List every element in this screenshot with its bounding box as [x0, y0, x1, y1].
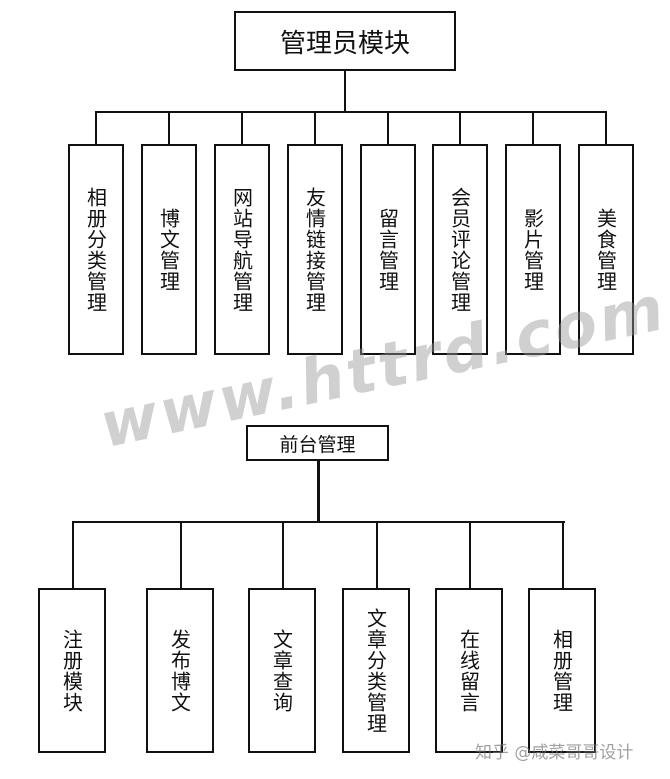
submodule-label: 网站导航管理 — [229, 186, 254, 313]
submodule-label: 在线留言 — [456, 628, 481, 713]
root-label: 管理员模块 — [279, 28, 410, 59]
connector — [459, 111, 461, 145]
connector — [317, 460, 320, 522]
connector — [72, 521, 74, 589]
submodule-label: 注册模块 — [59, 628, 84, 713]
admin-submodule-box: 美食管理 — [578, 144, 634, 355]
admin-submodule-box: 相册分类管理 — [68, 144, 124, 355]
connector — [241, 111, 243, 145]
admin-submodule-box: 留言管理 — [360, 144, 416, 355]
connector — [387, 111, 389, 145]
submodule-label: 文章查询 — [269, 628, 294, 713]
front-submodule-box: 文章分类管理 — [342, 588, 410, 753]
submodule-label: 会员评论管理 — [447, 186, 472, 313]
front-submodule-box: 相册管理 — [528, 588, 596, 753]
connector — [95, 111, 97, 145]
connector — [562, 521, 564, 589]
admin-submodule-box: 博文管理 — [141, 144, 197, 355]
submodule-label: 相册管理 — [549, 628, 574, 713]
connector — [73, 521, 565, 523]
connector — [180, 521, 182, 589]
submodule-label: 相册分类管理 — [83, 186, 108, 313]
submodule-label: 留言管理 — [375, 207, 400, 292]
front-submodule-box: 注册模块 — [38, 588, 106, 753]
submodule-label: 博文管理 — [156, 207, 181, 292]
admin-submodule-box: 友情链接管理 — [287, 144, 343, 355]
connector — [605, 111, 607, 145]
connector — [469, 521, 471, 589]
front-submodule-box: 文章查询 — [248, 588, 316, 753]
front-submodule-box: 发布博文 — [146, 588, 214, 753]
watermark-zhihu: 知乎 @咸菜哥哥设计 — [475, 743, 634, 763]
connector — [376, 521, 378, 589]
front-label: 前台管理 — [279, 433, 356, 456]
submodule-label: 美食管理 — [593, 207, 618, 292]
connector — [95, 111, 607, 113]
connector — [532, 111, 534, 145]
submodule-label: 影片管理 — [520, 207, 545, 292]
admin-submodule-box: 影片管理 — [505, 144, 561, 355]
submodule-label: 发布博文 — [167, 628, 192, 713]
submodule-label: 文章分类管理 — [363, 607, 388, 734]
front-management-root: 前台管理 — [246, 425, 389, 461]
front-submodule-box: 在线留言 — [435, 588, 503, 753]
connector — [282, 521, 284, 589]
admin-module-root: 管理员模块 — [234, 11, 456, 71]
submodule-label: 友情链接管理 — [302, 186, 327, 313]
admin-submodule-box: 网站导航管理 — [214, 144, 270, 355]
connector — [168, 111, 170, 145]
connector — [344, 70, 346, 112]
connector — [314, 111, 316, 145]
admin-submodule-box: 会员评论管理 — [432, 144, 488, 355]
